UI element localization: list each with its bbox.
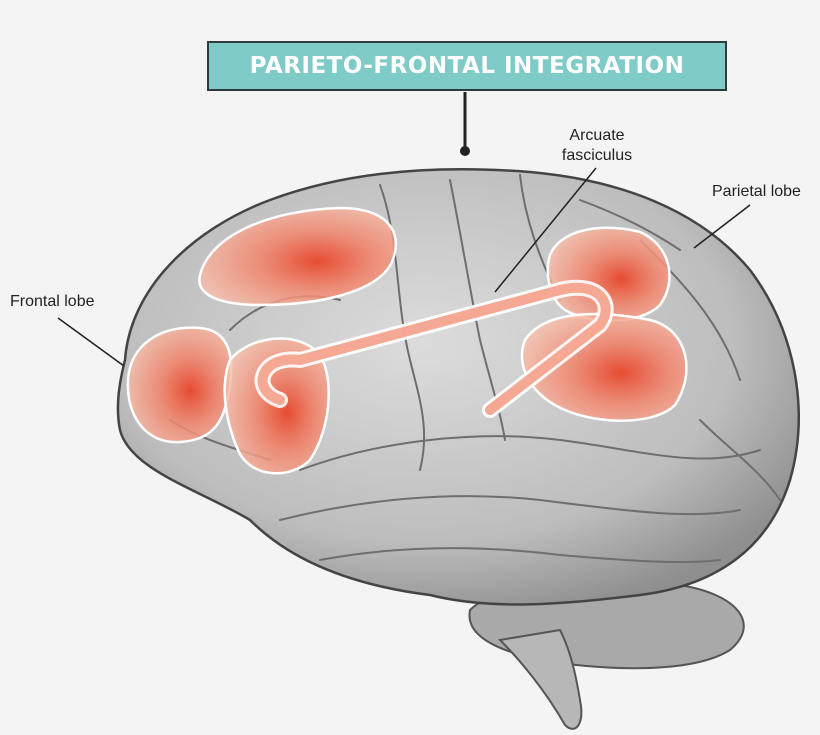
frontal-lobe-leader: [57, 317, 125, 367]
frontal-lobe-label: Frontal lobe: [10, 293, 95, 310]
arcuate-label-line2: fasciculus: [561, 147, 633, 164]
gyri-contours: [169, 174, 781, 564]
region-superior-frontal: [198, 206, 398, 307]
diagram-title: PARIETO-FRONTAL INTEGRATION: [207, 41, 727, 91]
arcuate-label-line1: Arcuate: [569, 127, 625, 144]
region-frontal-pole: [126, 326, 233, 444]
parietal-lobe-leader: [693, 204, 751, 249]
brain-stem: [497, 628, 583, 730]
highlighted-regions: [126, 206, 688, 475]
arcuate-fasciculus-tract: [257, 282, 611, 415]
arcuate-fasciculus-label: Arcuate fasciculus: [552, 126, 642, 166]
region-superior-parietal: [546, 226, 671, 322]
arcuate-leader: [494, 167, 597, 293]
title-connector-dot: [460, 146, 470, 156]
parietal-lobe-label: Parietal lobe: [712, 183, 801, 200]
